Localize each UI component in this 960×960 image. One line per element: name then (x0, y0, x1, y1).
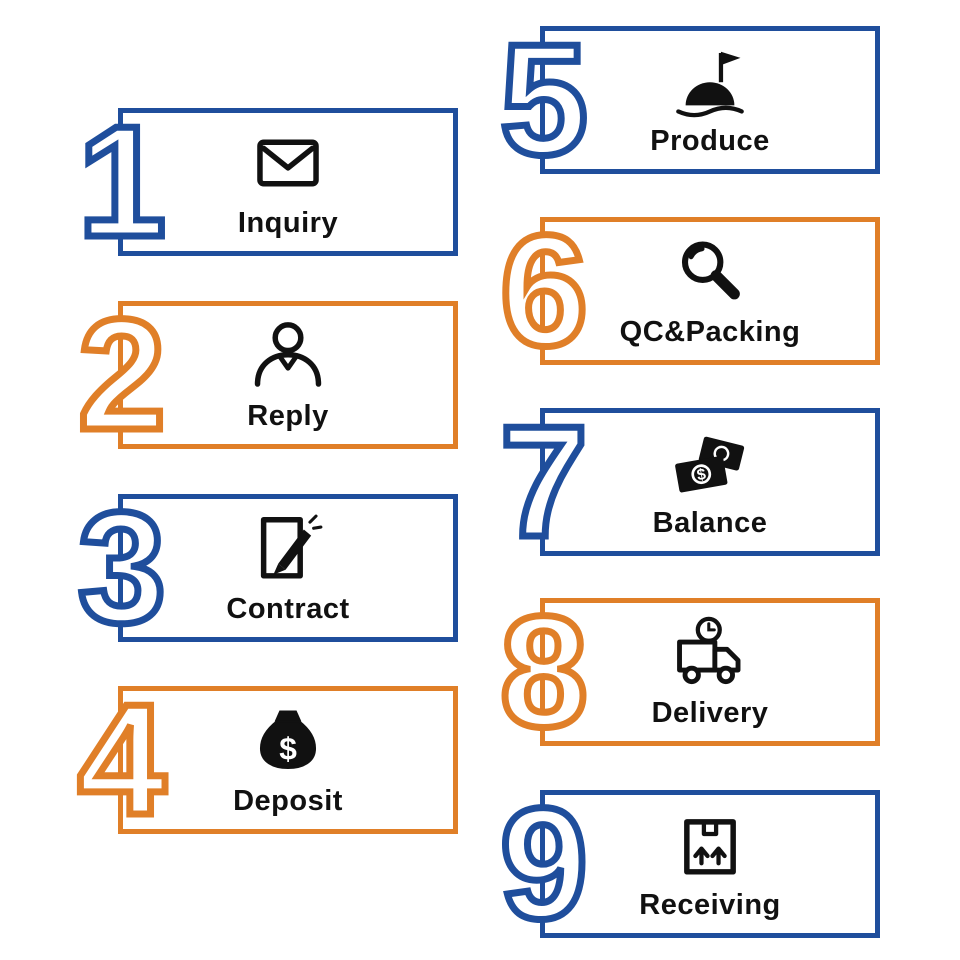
step-label: QC&Packing (619, 316, 801, 348)
step-box: Delivery (540, 598, 880, 746)
cash-bills-icon: $ (675, 436, 745, 493)
step-label: Reply (247, 400, 329, 432)
flag-on-hill-icon (676, 51, 744, 118)
step-box: Contract (118, 494, 458, 642)
step-label: Produce (650, 125, 770, 157)
person-icon (254, 322, 322, 387)
step-label: Receiving (639, 889, 781, 921)
magnifier-icon (681, 241, 740, 300)
step-number: 3 (75, 480, 170, 656)
step-label: Inquiry (237, 207, 339, 239)
step-delivery: 8 Delivery (497, 584, 880, 760)
step-reply: 2 Reply (75, 287, 458, 463)
step-box: QC&Packing (540, 217, 880, 365)
step-box: Inquiry (118, 108, 458, 256)
step-number: 8 (497, 584, 592, 760)
package-box-icon (684, 819, 736, 875)
svg-text:$: $ (279, 730, 297, 766)
step-receiving: 9 Receiving (497, 776, 880, 952)
step-number: 6 (497, 203, 592, 379)
step-balance: 7 $ Balance (497, 394, 880, 570)
step-box: $ Deposit (118, 686, 458, 834)
step-box: Receiving (540, 790, 880, 938)
step-number: 5 (497, 12, 592, 188)
step-number: 2 (75, 287, 170, 463)
step-label: Deposit (233, 785, 343, 817)
step-number: 9 (497, 776, 592, 952)
step-number: 7 (497, 394, 592, 570)
document-pencil-icon (260, 514, 323, 579)
step-produce: 5 Produce (497, 12, 880, 188)
step-contract: 3 Contract (75, 480, 458, 656)
step-box: $ Balance (540, 408, 880, 556)
step-box: Reply (118, 301, 458, 449)
step-deposit: 4 $ Deposit (75, 672, 458, 848)
step-number: 1 (75, 94, 170, 270)
svg-text:$: $ (696, 466, 708, 484)
step-inquiry: 1 Inquiry (75, 94, 458, 270)
delivery-truck-icon (677, 616, 741, 685)
envelope-icon (257, 139, 319, 187)
step-label: Contract (226, 593, 350, 625)
money-bag-icon: $ (259, 710, 317, 770)
step-qc-packing: 6 QC&Packing (497, 203, 880, 379)
step-label: Delivery (651, 697, 769, 729)
step-number: 4 (75, 672, 170, 848)
step-box: Produce (540, 26, 880, 174)
step-label: Balance (652, 507, 768, 539)
